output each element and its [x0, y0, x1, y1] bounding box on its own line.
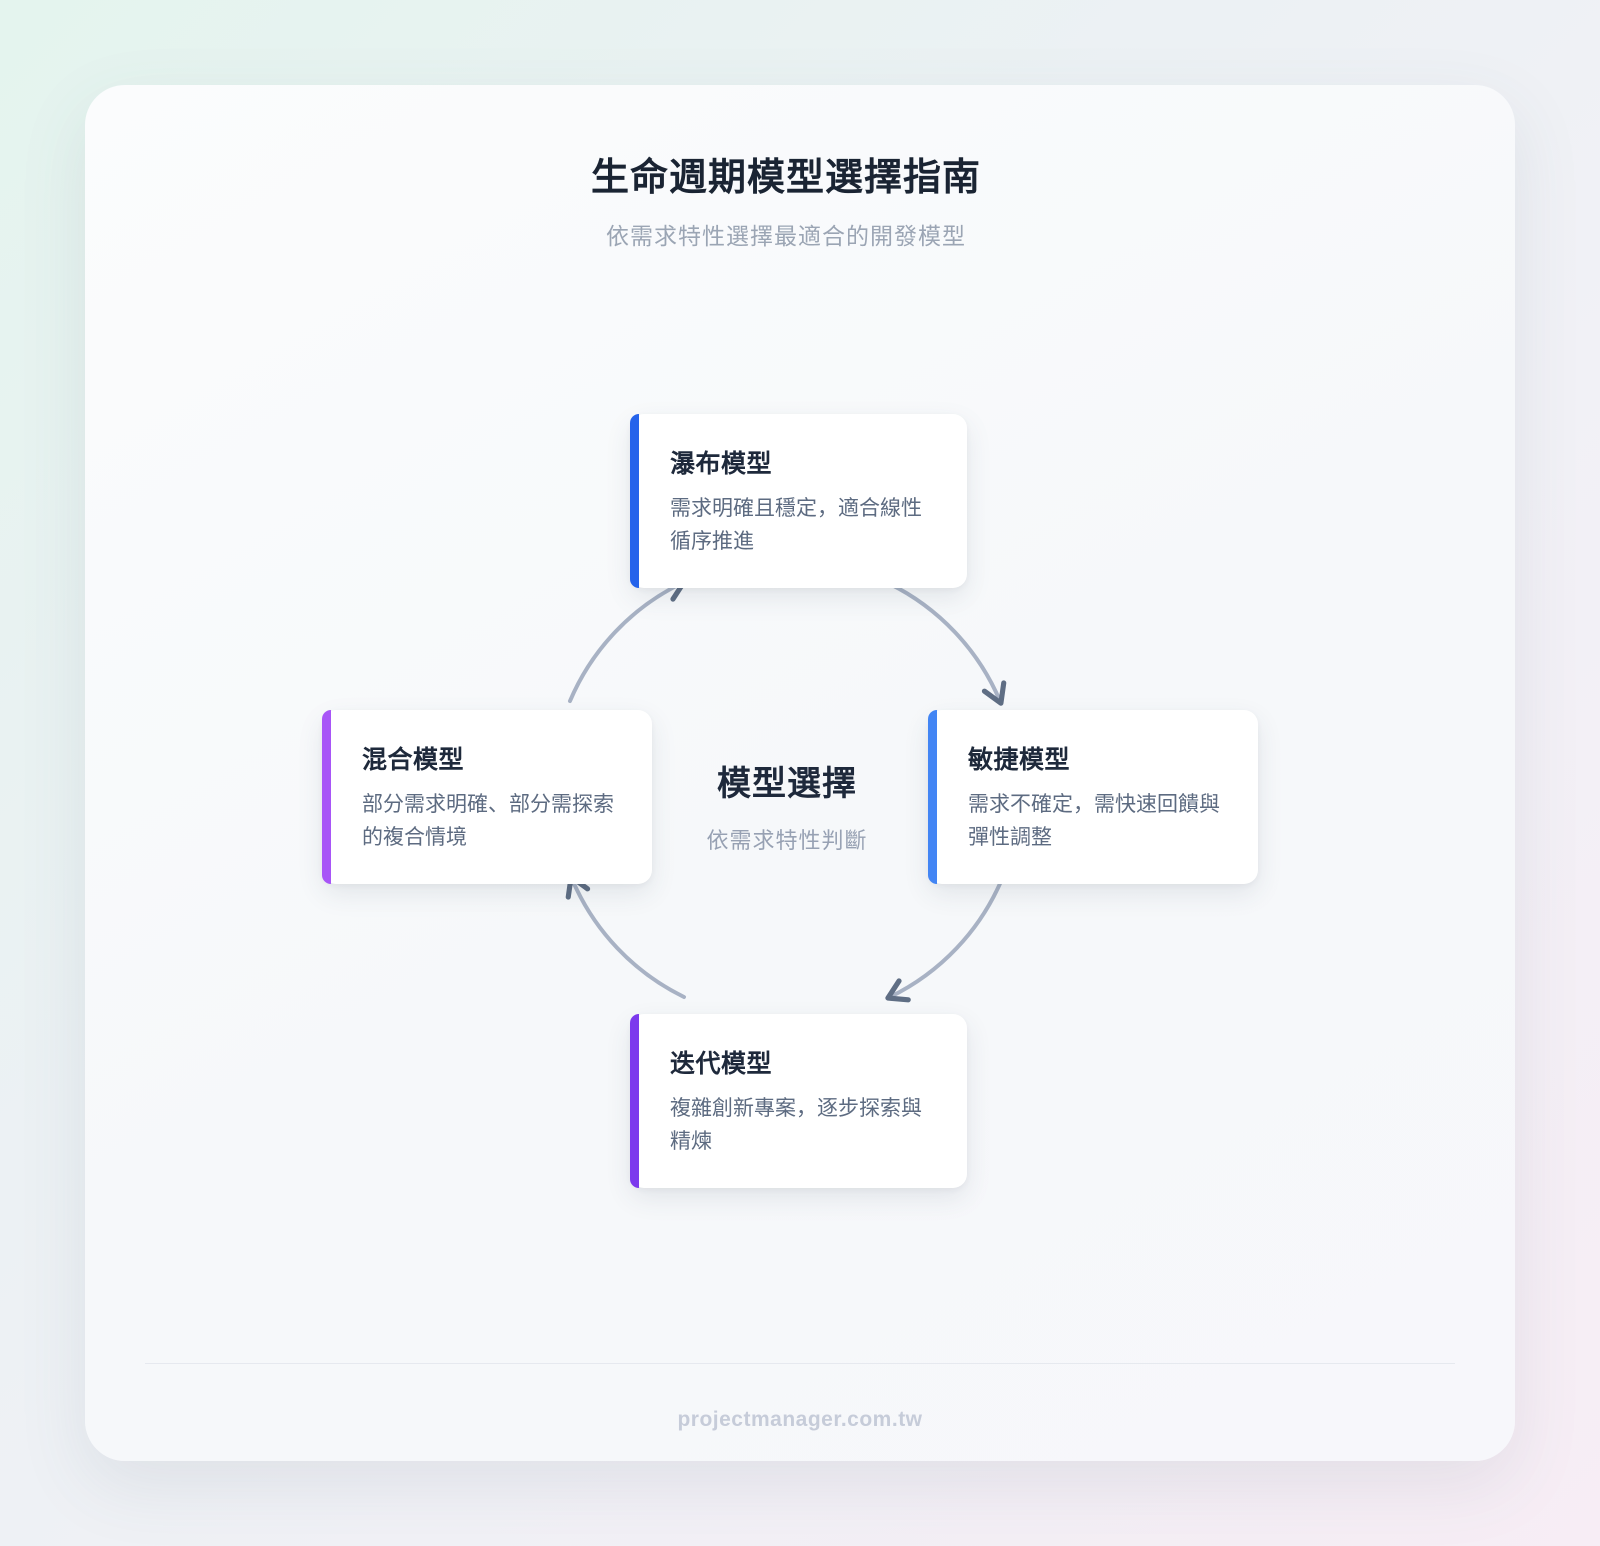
center-subtitle: 依需求特性判斷	[706, 828, 868, 853]
card-description: 複雜創新專案，逐步探索與精煉	[670, 1097, 922, 1154]
card-iterative-model: 迭代模型 複雜創新專案，逐步探索與精煉	[630, 1014, 967, 1189]
card-hybrid-model: 混合模型 部分需求明確、部分需探索的複合情境	[322, 710, 652, 885]
card-accent-bar	[630, 1014, 639, 1189]
card-title: 混合模型	[362, 746, 465, 774]
card-agile-model: 敏捷模型 需求不確定，需快速回饋與彈性調整	[928, 710, 1258, 885]
footer-site-label: projectmanager.com.tw	[677, 1408, 923, 1431]
card-title: 敏捷模型	[968, 746, 1071, 774]
page-title: 生命週期模型選擇指南	[590, 157, 981, 199]
center-label: 模型選擇 依需求特性判斷	[637, 756, 937, 855]
card-description: 需求不確定，需快速回饋與彈性調整	[968, 793, 1220, 850]
card-description: 需求明確且穩定，適合線性循序推進	[670, 497, 922, 554]
card-accent-bar	[928, 710, 937, 885]
header: 生命週期模型選擇指南 依需求特性選擇最適合的開發模型	[286, 146, 1286, 251]
card-title: 迭代模型	[670, 1050, 773, 1078]
page-subtitle: 依需求特性選擇最適合的開發模型	[606, 223, 966, 249]
card-accent-bar	[322, 710, 331, 885]
card-title: 瀑布模型	[670, 450, 773, 478]
card-accent-bar	[630, 414, 639, 589]
center-title: 模型選擇	[717, 765, 857, 803]
card-description: 部分需求明確、部分需探索的複合情境	[362, 793, 614, 850]
footer-divider	[145, 1363, 1455, 1364]
card-waterfall-model: 瀑布模型 需求明確且穩定，適合線性循序推進	[630, 414, 967, 589]
